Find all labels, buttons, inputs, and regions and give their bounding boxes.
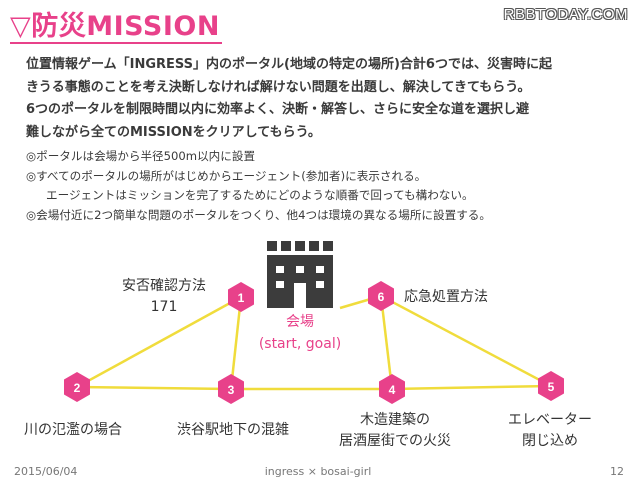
portal-1-label-line2: 171 (150, 299, 178, 315)
portal-3-marker: 3 (218, 374, 244, 404)
venue-label: 会場 (start, goal) (250, 311, 350, 355)
intro-line: 難しながら全てのMISSIONをクリアしてもらう。 (26, 124, 321, 140)
route-4-6 (379, 295, 394, 390)
portal-1-label: 安否確認方法 171 (104, 276, 224, 318)
portal-markers: 1 2 3 4 5 6 (64, 281, 564, 404)
portal-3-hexagon (218, 374, 244, 404)
venue-name: 会場 (286, 314, 314, 330)
portal-3-label-line1: 渋谷駅地下の混雑 (177, 422, 289, 438)
portal-3-number: 3 (228, 383, 235, 397)
portal-6-hexagon (368, 281, 394, 311)
portal-2-marker: 2 (64, 372, 90, 402)
portal-1-label-line1: 安否確認方法 (122, 278, 206, 294)
building-icon (267, 241, 333, 308)
route-1-3 (229, 296, 243, 390)
note-item: ◎ポータルは会場から半径500m以内に設置 (26, 149, 256, 163)
intro-line: 位置情報ゲーム「INGRESS」内のポータル(地域の特定の場所)合計6つでは、災… (26, 57, 552, 72)
intro-line: きうる事態のことを考え決断しなければ解けない問題を出題し、解決してきてもらう。 (26, 79, 531, 95)
route-1-2 (76, 295, 242, 389)
portal-5-label: エレベーター 閉じ込め (485, 410, 615, 452)
note-item: ◎すべてのポータルの場所がはじめからエージェント(参加者)に表示される。 (26, 168, 427, 183)
notes-list: ◎ポータルは会場から半径500m以内に設置 ◎すべてのポータルの場所がはじめから… (26, 147, 626, 225)
portal-3-label: 渋谷駅地下の混雑 (158, 420, 308, 441)
route-lines (76, 294, 552, 391)
portal-4-number: 4 (389, 383, 396, 397)
note-item: ◎会場付近に2つ簡単な問題のポータルをつくり、他4つは環境の異なる場所に設置する… (26, 207, 491, 222)
portal-5-number: 5 (548, 380, 555, 394)
portal-1-marker: 1 (228, 282, 254, 312)
portal-1-number: 1 (238, 291, 245, 305)
page-number: 12 (610, 465, 624, 478)
route-4-5 (391, 384, 552, 391)
portal-5-hexagon (538, 371, 564, 401)
watermark-logo: RBBTODAY.COM (503, 6, 628, 23)
venue-subtitle: (start, goal) (258, 336, 342, 352)
portal-4-label-line1: 木造建築の (360, 412, 430, 428)
route-2-3 (76, 385, 232, 391)
portal-5-marker: 5 (538, 371, 564, 401)
portal-5-label-line2: 閉じ込め (522, 433, 578, 449)
portal-4-hexagon (379, 374, 405, 404)
intro-line: 6つのポータルを制限時間以内に効率よく、決断・解答し、さらに安全な道を選択し避 (26, 102, 530, 117)
intro-paragraph: 位置情報ゲーム「INGRESS」内のポータル(地域の特定の場所)合計6つでは、災… (26, 54, 626, 144)
portal-6-marker: 6 (368, 281, 394, 311)
portal-2-number: 2 (74, 381, 81, 395)
footer-date: 2015/06/04 (14, 465, 78, 478)
portal-2-label: 川の氾濫の場合 (8, 420, 138, 441)
route-6-5 (380, 294, 552, 388)
footer-caption: ingress × bosai-girl (264, 465, 372, 478)
portal-4-label: 木造建築の 居酒屋街での火災 (330, 410, 460, 452)
portal-6-number: 6 (378, 290, 385, 304)
portal-2-hexagon (64, 372, 90, 402)
title-underline (10, 42, 222, 44)
portal-2-label-line1: 川の氾濫の場合 (24, 422, 122, 438)
portal-5-label-line1: エレベーター (508, 412, 592, 428)
slide-title: ▽防災MISSION (10, 11, 220, 42)
portal-6-label: 応急処置方法 (404, 287, 524, 308)
note-item-continued: エージェントはミッションを完了するためにどのような順番で回っても構わない。 (46, 188, 474, 203)
portal-4-label-line2: 居酒屋街での火災 (339, 433, 451, 449)
portal-4-marker: 4 (379, 374, 405, 404)
portal-6-label-line1: 応急処置方法 (404, 289, 488, 305)
portal-1-hexagon (228, 282, 254, 312)
